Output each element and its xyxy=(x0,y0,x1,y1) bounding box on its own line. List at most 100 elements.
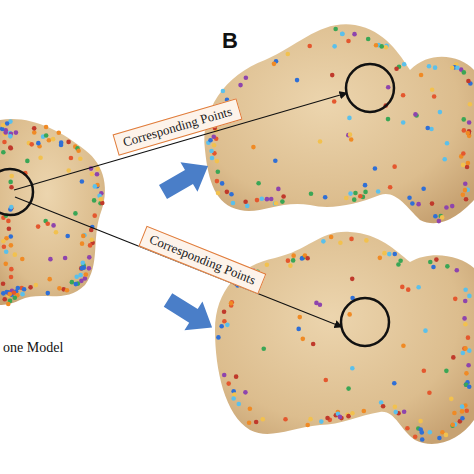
landmark-dot xyxy=(66,140,71,145)
landmark-dot xyxy=(463,299,468,304)
landmark-dot xyxy=(366,37,371,42)
landmark-dot xyxy=(88,243,93,248)
landmark-dot xyxy=(99,197,104,202)
landmark-dot xyxy=(1,150,6,155)
landmark-dot xyxy=(462,316,467,321)
box-label: Corresponding Points xyxy=(148,232,259,289)
landmark-dot xyxy=(215,159,220,164)
landmark-dot xyxy=(212,143,217,148)
landmark-dot xyxy=(338,240,343,245)
landmark-dot xyxy=(76,148,81,153)
landmark-dot xyxy=(309,191,314,196)
landmark-dot xyxy=(330,73,335,78)
landmark-dot xyxy=(281,194,286,199)
landmark-dot xyxy=(9,267,14,272)
landmark-dot xyxy=(45,291,50,296)
landmark-dot xyxy=(255,198,260,203)
landmark-dot xyxy=(32,130,37,135)
landmark-dot xyxy=(453,297,458,302)
landmark-dot xyxy=(386,117,391,122)
landmark-dot xyxy=(364,238,369,243)
landmark-dot xyxy=(318,302,323,307)
landmark-dot xyxy=(14,130,19,135)
landmark-dot xyxy=(433,214,438,219)
landmark-dot xyxy=(286,258,291,263)
landmark-dot xyxy=(349,237,354,242)
landmark-dot xyxy=(387,252,392,257)
landmark-dot xyxy=(238,83,243,88)
landmark-dot xyxy=(305,423,310,428)
landmark-dot xyxy=(95,167,100,172)
landmark-dot xyxy=(451,423,456,428)
landmark-dot xyxy=(428,430,433,435)
bone-model-top xyxy=(204,24,474,223)
landmark-dot xyxy=(36,141,41,146)
landmark-dot xyxy=(273,201,278,206)
landmark-dot xyxy=(419,73,424,78)
landmark-dot xyxy=(92,198,97,203)
landmark-dot xyxy=(44,133,49,138)
landmark-dot xyxy=(348,191,353,196)
landmark-dot xyxy=(265,262,270,267)
landmark-dot xyxy=(208,138,213,143)
landmark-dot xyxy=(2,297,7,302)
landmark-dot xyxy=(461,351,466,356)
landmark-dot xyxy=(276,187,281,192)
landmark-dot xyxy=(464,371,469,376)
landmark-dot xyxy=(467,294,472,299)
landmark-dot xyxy=(70,280,75,285)
highlight-circle xyxy=(346,64,394,112)
landmark-dot xyxy=(413,112,418,117)
landmark-dot xyxy=(301,337,306,342)
landmark-dot xyxy=(243,199,248,204)
landmark-dot xyxy=(323,195,328,200)
landmark-dot xyxy=(209,149,214,154)
landmark-dot xyxy=(325,416,330,421)
landmark-dot xyxy=(216,169,221,174)
landmark-dot xyxy=(418,419,423,424)
landmark-dot xyxy=(95,172,100,177)
landmark-dot xyxy=(12,291,17,296)
landmark-dot xyxy=(1,123,6,128)
landmark-dot xyxy=(79,279,84,284)
landmark-dot xyxy=(450,65,455,70)
landmark-dot xyxy=(280,199,285,204)
landmark-dot xyxy=(333,27,338,32)
landmark-dot xyxy=(28,285,33,290)
landmark-dot xyxy=(438,110,443,115)
landmark-dot xyxy=(243,390,248,395)
landmark-dot xyxy=(402,410,407,415)
landmark-dot xyxy=(232,392,237,397)
landmark-dot xyxy=(383,45,388,50)
highlight-circle xyxy=(341,298,389,346)
landmark-dot xyxy=(393,410,398,415)
landmark-dot xyxy=(296,327,301,332)
landmark-dot xyxy=(245,204,250,209)
landmark-dot xyxy=(8,134,13,139)
landmark-dot xyxy=(353,191,358,196)
landmark-dot xyxy=(256,181,261,186)
landmark-dot xyxy=(8,234,13,239)
landmark-dot xyxy=(428,260,433,265)
landmark-dot xyxy=(460,416,465,421)
landmark-dot xyxy=(78,273,83,278)
landmark-dot xyxy=(423,328,428,333)
landmark-dot xyxy=(347,312,352,317)
landmark-dot xyxy=(6,302,11,307)
landmark-dot xyxy=(373,166,378,171)
landmark-dot xyxy=(251,145,256,150)
landmark-dot xyxy=(419,430,424,435)
landmark-dot xyxy=(29,142,34,147)
landmark-dot xyxy=(38,155,43,160)
landmark-dot xyxy=(2,140,7,145)
landmark-dot xyxy=(452,411,457,416)
landmark-dot xyxy=(460,409,465,414)
landmark-dot xyxy=(44,125,49,130)
landmark-dot xyxy=(466,130,471,135)
landmark-dot xyxy=(427,390,432,395)
landmark-dot xyxy=(7,292,12,297)
landmark-dot xyxy=(273,158,278,163)
landmark-dot xyxy=(34,283,39,288)
landmark-dot xyxy=(215,179,220,184)
landmark-dot xyxy=(466,131,471,136)
